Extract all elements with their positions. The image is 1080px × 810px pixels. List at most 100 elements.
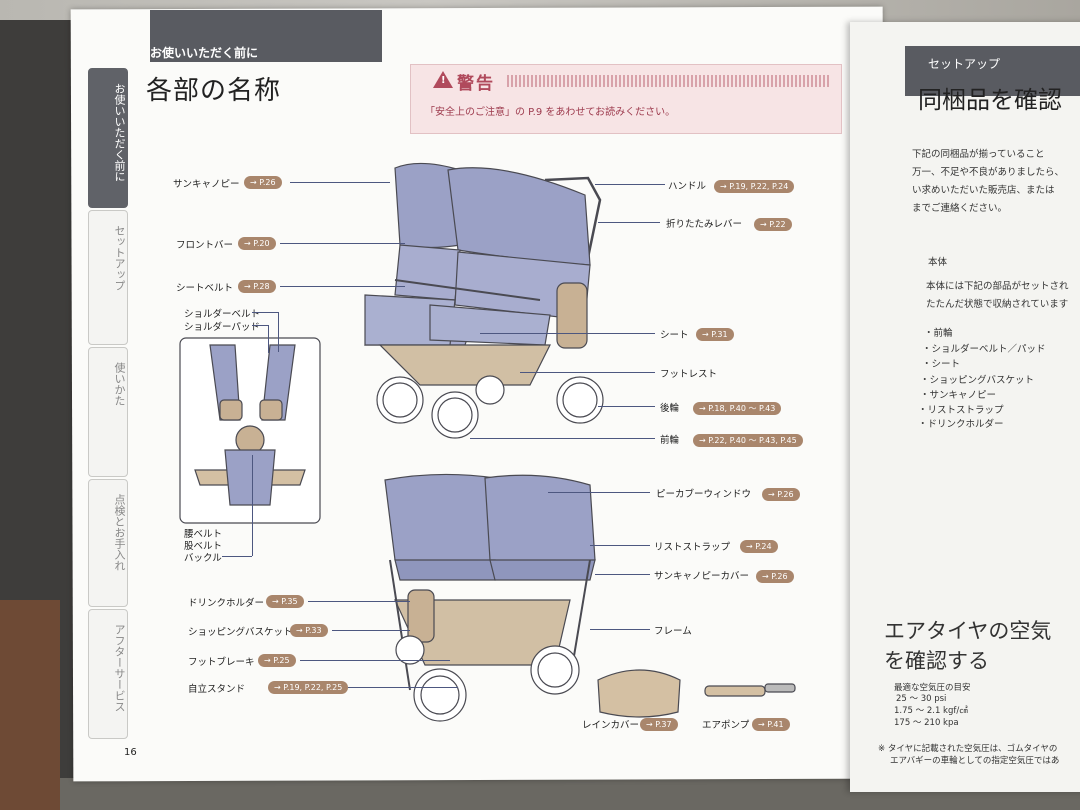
- leader-buckle-up: [252, 455, 253, 556]
- right-item: ・サンキャノピー: [920, 390, 997, 401]
- ref-front-bar[interactable]: → P.20: [238, 237, 276, 250]
- leader-drink-holder: [308, 601, 410, 602]
- warning-box: ! 警告 「安全上のご注意」の P.9 をあわせてお読みください。: [410, 64, 842, 134]
- leader-wrist-strap: [590, 545, 650, 546]
- right-intro-line: 万一、不足や不良がありましたら、: [912, 167, 1065, 178]
- side-tab-maintenance[interactable]: 点検とお手入れ: [88, 479, 128, 607]
- right-pressure-row: 175 〜 210 kpa: [894, 718, 959, 728]
- warning-icon: [433, 71, 453, 88]
- right-air-title: を確認する: [884, 649, 989, 673]
- section-header-bar: [150, 10, 382, 62]
- leader-front-wheel: [470, 438, 655, 439]
- leader-handle: [595, 184, 665, 185]
- ref-foot-brake[interactable]: → P.25: [258, 654, 296, 667]
- warning-decoration: [507, 75, 829, 87]
- harness-inset-illustration: [179, 337, 321, 524]
- label-shoulder-belt: ショルダーベルト: [184, 309, 261, 320]
- label-front-wheel: 前輪: [660, 435, 680, 446]
- ref-peekaboo-window[interactable]: → P.26: [762, 488, 800, 501]
- right-body-text: 本体には下記の部品がセットされ: [926, 281, 1069, 292]
- label-foot-brake: フットブレーキ: [188, 657, 255, 668]
- label-shoulder-pad: ショルダーパッド: [184, 322, 260, 333]
- right-item: ・ドリンクホルダー: [918, 419, 1004, 430]
- right-intro-line: までご連絡ください。: [912, 203, 1008, 214]
- right-pressure-row: 25 〜 30 psi: [896, 694, 947, 704]
- right-note: ※ タイヤに記載された空気圧は、ゴムタイヤの: [878, 744, 1058, 754]
- air-pump-illustration: [704, 683, 796, 697]
- label-kickstand: 自立スタンド: [188, 684, 246, 695]
- right-air-title: エアタイヤの空気: [884, 619, 1052, 643]
- ref-wrist-strap[interactable]: → P.24: [740, 540, 778, 553]
- ref-seat-belt[interactable]: → P.28: [238, 280, 276, 293]
- label-frame: フレーム: [654, 626, 692, 637]
- ref-handle[interactable]: → P.19, P.22, P.24: [714, 180, 795, 193]
- leader-buckle: [222, 556, 252, 557]
- label-shopping-basket: ショッピングバスケット: [188, 627, 293, 638]
- label-front-bar: フロントバー: [176, 240, 234, 251]
- right-item: ・リストストラップ: [918, 405, 1004, 416]
- label-handle: ハンドル: [668, 181, 707, 192]
- leader-canopy-cover: [595, 574, 650, 575]
- right-note: エアバギーの車輪としての指定空気圧ではあ: [890, 756, 1060, 766]
- ref-rear-wheel[interactable]: → P.18, P.40 〜 P.43: [693, 402, 782, 415]
- right-intro-line: 下記の同梱品が揃っていること: [912, 149, 1045, 160]
- ref-canopy-cover[interactable]: → P.26: [756, 570, 794, 583]
- label-buckle: バックル: [184, 553, 222, 564]
- label-seat-belt: シートベルト: [176, 283, 234, 294]
- label-waist-belt: 腰ベルト: [184, 529, 223, 540]
- leader-foot-brake: [300, 660, 450, 661]
- label-rain-cover: レインカバー: [582, 720, 640, 731]
- leader-shoulder-pad-down: [268, 325, 269, 353]
- warning-exclamation: !: [441, 75, 446, 86]
- leader-sun-canopy: [290, 182, 390, 183]
- side-tab-before-use[interactable]: お使いいただく前に: [88, 68, 128, 208]
- right-section-header-label: セットアップ: [928, 57, 1001, 71]
- label-crotch-belt: 股ベルト: [184, 541, 223, 552]
- right-item: ・ショルダーベルト／パッド: [922, 344, 1046, 355]
- side-tab-setup[interactable]: セットアップ: [88, 210, 128, 345]
- rain-cover-illustration: [597, 669, 681, 718]
- stroller-rear-view-illustration: [384, 473, 596, 722]
- label-sun-canopy: サンキャノピー: [173, 179, 240, 190]
- leader-shoulder-belt-down: [278, 312, 279, 352]
- manual-page-right: [850, 22, 1080, 792]
- ref-fold-lever[interactable]: → P.22: [754, 218, 792, 231]
- leader-frame: [590, 629, 650, 630]
- ref-shopping-basket[interactable]: → P.33: [290, 624, 328, 637]
- right-intro-line: い求めいただいた販売店、または: [912, 185, 1055, 196]
- right-body-label: 本体: [928, 257, 948, 268]
- label-wrist-strap: リストストラップ: [654, 542, 731, 553]
- section-header-label: お使いいただく前に: [150, 46, 259, 60]
- ref-front-wheel[interactable]: → P.22, P.40 〜 P.43, P.45: [693, 434, 803, 447]
- label-rear-wheel: 後輪: [660, 403, 680, 414]
- leader-rear-wheel: [598, 406, 655, 407]
- side-tab-usage[interactable]: 使いかた: [88, 347, 128, 477]
- stroller-front-view-illustration: [364, 162, 604, 439]
- ref-seat[interactable]: → P.31: [696, 328, 734, 341]
- leader-shoulder-pad: [252, 325, 268, 326]
- ref-sun-canopy[interactable]: → P.26: [244, 176, 282, 189]
- side-tab-after-service[interactable]: アフターサービス: [88, 609, 128, 739]
- right-pressure-row: 1.75 〜 2.1 kgf/㎠: [894, 706, 968, 716]
- ref-rain-cover[interactable]: → P.37: [640, 718, 678, 731]
- page-number: 16: [124, 747, 137, 758]
- leader-seat-belt: [280, 286, 405, 287]
- leader-shoulder-belt: [252, 312, 278, 313]
- leader-kickstand: [348, 687, 458, 688]
- right-section-header-bar: [905, 46, 1080, 96]
- right-item: ・前輪: [924, 328, 953, 339]
- leader-shopping-basket: [332, 630, 410, 631]
- ref-kickstand[interactable]: → P.19, P.22, P.25: [268, 681, 349, 694]
- warning-title: 警告: [457, 74, 495, 94]
- label-drink-holder: ドリンクホルダー: [188, 598, 265, 609]
- ref-drink-holder[interactable]: → P.35: [266, 595, 304, 608]
- warning-text: 「安全上のご注意」の P.9 をあわせてお読みください。: [425, 107, 676, 118]
- label-seat: シート: [660, 330, 689, 341]
- label-peekaboo-window: ピーカブーウィンドウ: [656, 489, 752, 500]
- page-title: 各部の名称: [146, 76, 282, 106]
- ref-air-pump[interactable]: → P.41: [752, 718, 790, 731]
- right-body-text: たたんだ状態で収納されています: [926, 299, 1069, 310]
- right-item: ・シート: [922, 359, 961, 370]
- label-canopy-cover: サンキャノピーカバー: [654, 571, 750, 582]
